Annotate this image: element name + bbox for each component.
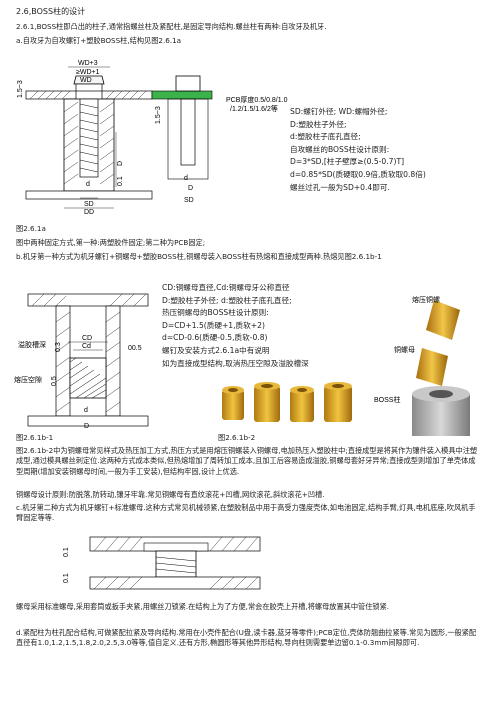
dim-ge-wd-1: ≥WD+1	[76, 69, 100, 76]
standard-nut-diagram: 0.1 0.1	[63, 536, 261, 590]
dim-tolerance: 00.5	[128, 345, 142, 352]
dim-c-a: 0.1	[63, 547, 70, 557]
dim-sd-side: SD	[184, 197, 194, 204]
dim-d-vertical: D	[117, 161, 124, 166]
note-b-3: D=CD+1.5(质硬+1,质软+2)	[162, 320, 265, 330]
brass-nut-samples	[222, 382, 352, 422]
label-boss: BOSS柱	[374, 395, 400, 404]
hot-press-value: 0.5	[51, 376, 58, 386]
dim-cd: CD	[82, 335, 92, 342]
paragraph-b3: 铜螺母设计原则:防脱落,防转动,镶牙牢靠.常见铜螺母有直纹滚花+凹槽,网纹滚花,…	[16, 490, 325, 499]
dim-d-side: d	[184, 175, 188, 182]
dim-cd2: Cd	[82, 343, 91, 350]
dim-thickness-left: 1.5~3	[17, 80, 24, 98]
paragraph-c2: 螺母采用标准螺母,采用套筒或扳手夹紧,用螺丝刀锁紧.在结构上为了方便,常会在胶壳…	[16, 602, 390, 611]
note-a-0: SD:螺钉外径; WD:螺帽外径;	[290, 107, 388, 116]
subsection-heading: 2.6.1,BOSS柱即凸出的柱子,通常指螺丝柱及紧配柱,是固定导向结构.螺丝柱…	[16, 22, 327, 31]
paragraph-c: c.机牙第二种方式为机牙螺钉+标准螺母.这种方式常见机械领紧,在塑胶制品中用于高…	[16, 503, 476, 523]
dim-d-top: D	[84, 423, 89, 430]
note-a-5: d=0.85*SD(质硬取0.9倍,质软取0.8倍)	[290, 169, 426, 179]
brass-nut-4	[324, 382, 352, 422]
dim-c-b: 0.1	[63, 573, 70, 583]
paragraph-b: b.机牙第一种方式为机牙螺钉+铜螺母+塑胶BOSS柱,铜螺母装入BOSS柱有热熔…	[16, 252, 382, 261]
note-a-3: 自攻螺丝的BOSS柱设计原则:	[290, 144, 390, 154]
overflow-value: 0.3	[55, 342, 62, 352]
dim-d-side-2: D	[188, 185, 193, 192]
brass-nut-1	[222, 386, 244, 420]
self-tapping-screw-diagram: WD+3 ≥WD+1 WD 1.5~3 1.5~3 D 0.1 d SD DD …	[17, 60, 288, 216]
hot-press-label: 熔压空隙	[14, 375, 42, 384]
paragraph-b2: 图2.6.1b-2中为铜螺母常见样式及热压加工方式,热压方式是用熔压铜螺装入铜螺…	[16, 446, 478, 476]
note-b-4: d=CD-0.6(质硬-0.5,质软-0.8)	[162, 333, 268, 343]
note-b-5: 螺钉及安装方式2.6.1a中有说明	[162, 345, 270, 355]
paragraph-a: a.自攻牙为自攻螺钉+塑胶BOSS柱,结构见图2.6.1a	[16, 36, 182, 45]
brass-nut-2	[254, 382, 280, 422]
label-hot-press-nut: 熔压铜螺	[412, 295, 440, 304]
notes-a: SD:螺钉外径; WD:螺帽外径; D:塑胶柱子外径; d:塑胶柱子底孔直径; …	[290, 106, 426, 194]
dim-depth: 0.1	[117, 176, 124, 186]
dim-wd-plus-3: WD+3	[78, 60, 98, 67]
paragraph-fig-a: 图中两种固定方式,第一种:两塑胶件固定;第二种为PCB固定;	[16, 238, 206, 247]
note-a-2: d:塑胶柱子底孔直径;	[290, 132, 361, 142]
pcb-note-1: PCB厚度0.5/0.8/1.0	[226, 95, 288, 104]
paragraph-d: d.紧配柱为柱孔配合结构,可做紧配拉紧及导向结构.常用在小壳件配合(U盘,读卡器…	[16, 628, 477, 648]
caption-fig-a: 图2.6.1a	[16, 224, 46, 233]
caption-fig-b1: 图2.6.1b-1	[16, 433, 54, 442]
dim-dd: DD	[84, 209, 94, 216]
note-b-6: 如为直接成型结构,取消热压空隙及溢胶槽深	[162, 358, 309, 368]
pcb-note-2: /1.2/1.5/1.6/2等	[230, 104, 278, 113]
note-b-0: CD:铜螺母直径,Cd:铜螺母牙公称直径	[162, 283, 290, 292]
overflow-label: 溢胶槽深	[18, 340, 46, 349]
note-a-1: D:塑胶柱子外径;	[290, 119, 347, 129]
hot-press-nut-diagram: CD Cd 00.5 溢胶槽深 0.3 熔压空隙 0.5 d D	[14, 293, 149, 430]
caption-fig-b2: 图2.6.1b-2	[218, 433, 256, 442]
section-heading: 2.6,BOSS柱的设计	[16, 7, 86, 16]
note-a-4: D=3*SD,[柱子壁厚≥(0.5-0.7)T]	[290, 157, 405, 167]
dim-thickness-right: 1.5~3	[155, 106, 162, 124]
note-a-6: 螺丝过孔一般为SD+0.4即可.	[290, 182, 390, 192]
dim-d-lower: d	[86, 181, 90, 188]
brass-nut-3	[290, 386, 314, 422]
hot-press-illustration: 熔压铜螺 铜螺母 BOSS柱	[374, 295, 470, 436]
dim-wd: WD	[80, 77, 92, 84]
notes-b: CD:铜螺母直径,Cd:铜螺母牙公称直径 D:塑胶柱子外径; d:塑胶柱子底孔直…	[162, 282, 309, 370]
dim-d-bottom: d	[84, 407, 88, 414]
label-nut: 铜螺母	[394, 345, 415, 354]
note-b-1: D:塑胶柱子外径; d:塑胶柱子底孔直径;	[162, 295, 292, 305]
note-b-2: 热压铜螺母的BOSS柱设计原则:	[162, 308, 269, 318]
dim-sd: SD	[84, 201, 94, 208]
